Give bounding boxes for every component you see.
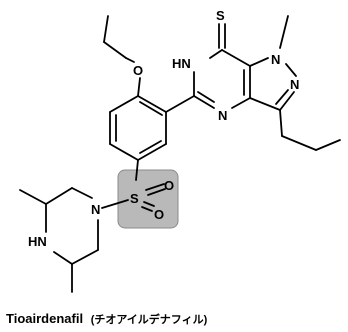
bond-so-bottom-1	[143, 201, 155, 207]
bond-pip-methyl-top	[19, 189, 47, 205]
bond-benzene-4	[109, 143, 139, 161]
bond-pyr-cs-c	[221, 49, 251, 67]
bond-benzene-1-inner	[139, 101, 163, 116]
atom-hn-ring: HN	[172, 56, 191, 71]
bond-benzene-pyrimidine	[165, 95, 195, 113]
bond-n-methyl	[279, 15, 289, 49]
bond-benzene-1	[137, 95, 167, 113]
atom-n-pyrazole: N	[290, 77, 299, 92]
compound-name-ja: (チオアイルデナフィル)	[91, 312, 208, 326]
bond-pyr-nh-cs	[209, 49, 223, 59]
bond-pyr-c-n	[231, 97, 251, 109]
bond-propyl-1	[279, 109, 283, 137]
bond-pz-n2-c3	[279, 91, 295, 111]
atom-o-ether: O	[133, 63, 143, 78]
compound-name: Tioairdenafil	[6, 311, 83, 326]
bond-benzene-6	[109, 95, 139, 113]
bond-lines	[19, 15, 341, 293]
bond-pz-c3-c	[249, 97, 281, 111]
bond-pip-c1-c2	[45, 187, 73, 205]
bond-pip-c3-c4	[71, 249, 99, 265]
bond-s-n	[101, 199, 129, 209]
atom-o-sulfonyl-top: O	[164, 178, 174, 193]
compound-caption: Tioairdenafil (チオアイルデナフィル)	[6, 311, 208, 326]
bond-pz-c-n1	[249, 57, 269, 67]
bond-o-ring	[137, 77, 141, 97]
bond-ethyl-ch2	[103, 41, 127, 59]
atom-hn-piperazine: HN	[28, 234, 47, 249]
bond-pip-nh-c3	[53, 251, 73, 265]
bond-benzene-sulfonyl	[135, 159, 139, 181]
atom-n-methyl: N	[271, 52, 280, 67]
bond-propyl-2	[281, 135, 317, 151]
bond-pyr-n-c	[193, 95, 215, 109]
bond-pz-n2-c3-inner	[275, 89, 289, 105]
bond-so-top-1	[145, 183, 165, 191]
bond-benzene-3	[137, 143, 167, 161]
bond-ch2-o	[125, 57, 135, 63]
bond-pyr-n-c-inner	[197, 91, 215, 103]
bond-so-top-2	[147, 188, 166, 196]
atom-labels: S HN N N N O S O O N HN	[28, 8, 299, 249]
bond-so-bottom-2	[141, 206, 153, 212]
atom-s-sulfonyl: S	[130, 191, 139, 206]
atom-n-pyrimidine: N	[218, 108, 227, 123]
bond-benzene-3-inner	[139, 140, 162, 154]
atom-s-thione: S	[216, 8, 225, 23]
bond-pz-n1-n2	[285, 63, 297, 77]
atom-o-sulfonyl-bottom: O	[154, 207, 164, 222]
bond-propyl-3	[315, 139, 341, 151]
atom-n-piperazine: N	[91, 202, 100, 217]
bond-ethyl-ch3	[103, 15, 109, 43]
bond-pip-n-c1	[71, 187, 93, 199]
